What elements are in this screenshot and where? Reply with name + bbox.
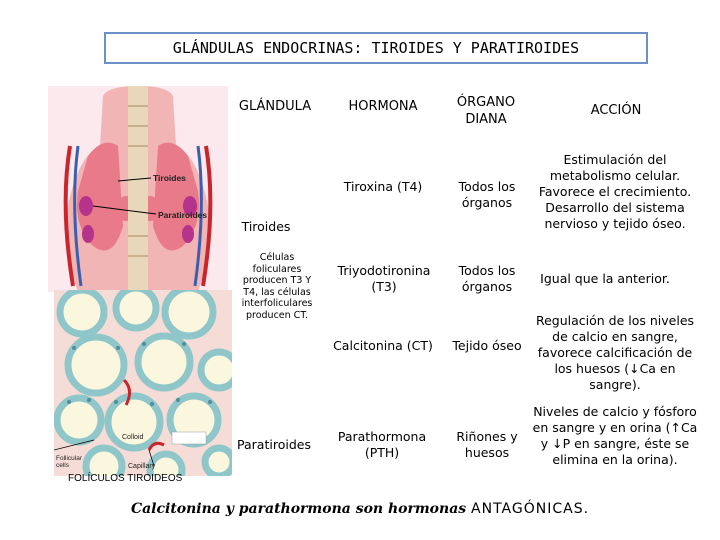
follicles-caption: FOLÍCULOS TIROIDEOS	[68, 473, 183, 484]
gland-tiroides: Tiroides	[241, 219, 291, 234]
header-hormone: HORMONA	[348, 99, 418, 114]
illus-label-paratiroides: Paratiroides	[158, 210, 208, 220]
histo-label-colloid: Colloid	[122, 434, 144, 441]
footer-text-part1: Calcitonina y parathormona son hormonas	[130, 501, 467, 517]
target-r2: Todos los órganos	[458, 263, 516, 294]
target-r1: Todos los órganos	[458, 179, 516, 210]
hormone-t3: Triyodotironina (T3)	[337, 263, 431, 294]
hormone-t4: Tiroxina (T4)	[343, 179, 423, 194]
page-title: GLÁNDULAS ENDOCRINAS: TIROIDES Y PARATIR…	[104, 32, 648, 64]
header-target: ÓRGANO DIANA	[456, 95, 516, 127]
histo-label-follicular: Follicular cells	[56, 455, 83, 469]
header-gland: GLÁNDULA	[238, 99, 312, 114]
page-title-text: GLÁNDULAS ENDOCRINAS: TIROIDES Y PARATIR…	[172, 39, 580, 57]
footer-text-part2: ANTAGÓNICAS.	[471, 501, 590, 517]
thyroid-illustration	[48, 86, 228, 292]
follicles-illustration	[54, 290, 232, 476]
hormone-ct: Calcitonina (CT)	[333, 338, 433, 353]
action-r4: Niveles de calcio y fósforo en sangre y …	[532, 404, 698, 467]
footer-statement: Calcitonina y parathormona son hormonas …	[0, 501, 720, 517]
gland-paratiroides: Paratiroides	[237, 437, 311, 452]
action-r1: Estimulación del metabolismo celular. Fa…	[538, 152, 692, 231]
header-action: ACCIÓN	[590, 103, 642, 118]
action-r3: Regulación de los niveles de calcio en s…	[535, 313, 695, 392]
tiroides-cells-note: Células foliculares producen T3 Y T4, la…	[241, 252, 313, 321]
illus-label-tiroides: Tiroides	[153, 173, 186, 183]
action-r2: Igual que la anterior.	[540, 271, 670, 286]
hormone-pth: Parathormona (PTH)	[337, 429, 427, 460]
target-r4: Riñones y huesos	[456, 429, 518, 460]
target-r3: Tejido óseo	[452, 338, 522, 353]
histo-label-capillary: Capillary	[128, 463, 156, 470]
